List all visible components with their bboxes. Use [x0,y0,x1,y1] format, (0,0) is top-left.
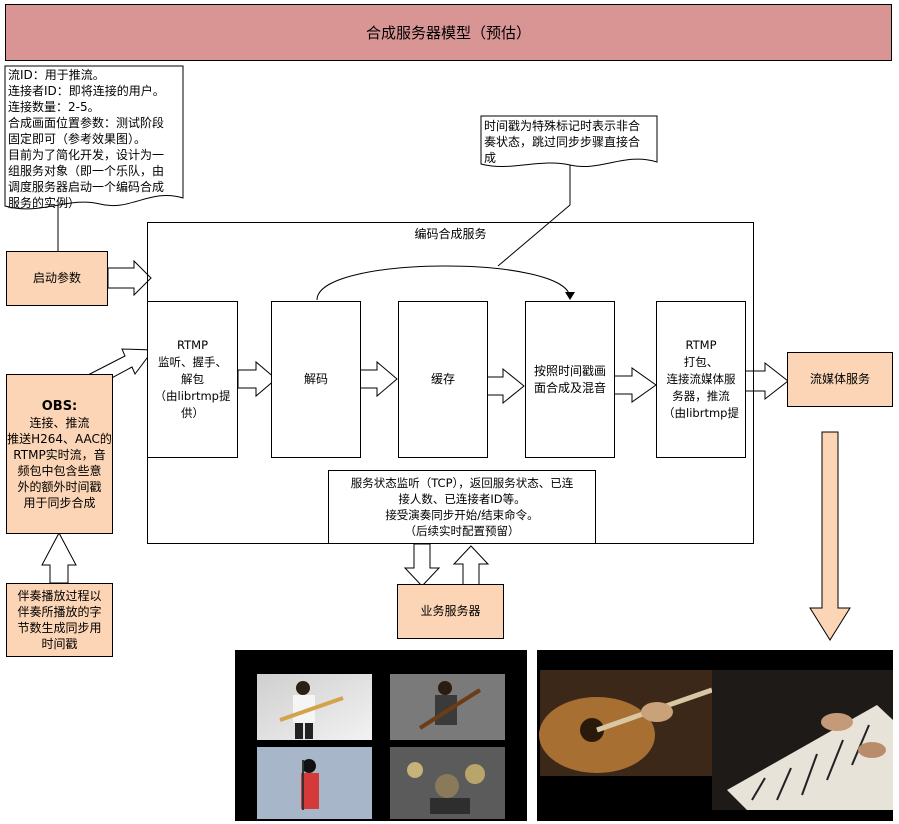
monitor-line: 服务状态监听（TCP），返回服务状态、已连 [350,476,574,490]
business-server-box: 业务服务器 [397,584,504,639]
arrow-biz-to-monitor [452,545,490,589]
note-line: 服务的实例） [8,196,81,210]
encode-service-label: 编码合成服务 [414,227,487,241]
note-line: 调度服务器启动一个编码合成 [8,180,165,194]
cache-label: 缓存 [430,372,455,386]
rtmp-push-box: RTMP 打包、 连接流媒体服 务器，推流 （由librtmp提 [656,301,746,458]
rtmp-push-line: RTMP [685,338,717,352]
start-params-label: 启动参数 [32,271,81,285]
accomp-line: 伴奏所播放的字 [17,605,102,619]
compose-line: 按照时间戳画 [533,363,606,378]
note-line: 时间戳为特殊标记时表示非合 [484,119,641,133]
rtmp-push-line: 务器，推流 [672,389,730,403]
rtmp-push-line: （由librtmp提 [663,406,739,420]
rtmp-listen-line: （由librtmp提 [154,389,231,403]
rtmp-push-line: 打包、 [683,355,719,369]
arrow-listen-to-decode [237,360,277,398]
obs-line: RTMP实时流，音 [13,448,106,462]
obs-line: 连接、推流 [29,416,90,430]
start-params-box: 启动参数 [6,251,108,306]
note-line: 连接数量：2-5。 [8,100,100,114]
obs-box: OBS: 连接、推流 推送H264、AAC的 RTMP实时流，音 频包中包含些意… [6,374,113,534]
params-note: 流ID：用于推流。 连接者ID：即将连接的用户。 连接数量：2-5。 合成画面位… [8,67,184,211]
monitor-box: 服务状态监听（TCP），返回服务状态、已连 接人数、已连接者ID等。 接受演奏同… [328,470,596,544]
decode-label: 解码 [303,372,328,386]
accomp-line: 伴奏播放过程以 [17,589,102,603]
note-line: 成 [484,151,497,165]
monitor-line: （后续实时配置预留） [404,524,520,538]
rtmp-listen-box: RTMP 监听、握手、 解包 （由librtmp提 供） [147,301,238,458]
accomp-line: 时间戳 [41,637,78,651]
business-server-label: 业务服务器 [420,604,481,618]
obs-line: 外的额外时间戳 [17,480,102,494]
arrow-cache-to-compose [484,367,525,405]
arrow-push-to-stream [744,361,789,401]
note-line: 奏状态，跳过同步步骤直接合 [484,135,641,149]
note-line: 固定即可（参考效果图）。 [8,132,147,146]
params-note-shape [4,65,184,210]
arrow-monitor-to-biz [403,543,441,587]
rtmp-listen-line: 监听、握手、 [158,355,227,369]
accomp-line: 节数生成同步用 [17,621,102,635]
obs-title: OBS: [41,399,78,414]
compose-line: 面合成及混音 [533,380,606,395]
note-line: 目前为了简化开发，设计为一 [8,148,165,162]
stream-service-box: 流媒体服务 [787,352,893,407]
note-line: 流ID：用于推流。 [8,68,105,82]
accompaniment-box: 伴奏播放过程以 伴奏所播放的字 节数生成同步用 时间戳 [6,583,113,657]
arrow-decode-to-cache [358,360,398,398]
guitar-piano-illustration [539,670,893,810]
rtmp-listen-line: 解包 [181,372,204,386]
arrow-stream-output [809,431,851,641]
rtmp-listen-line: 供） [181,406,204,420]
decode-box: 解码 [271,301,361,458]
diagram-title: 合成服务器模型（预估） [5,4,892,61]
obs-line: 频包中包含些意 [17,464,102,478]
band-composite-image [235,650,527,821]
timestamp-note: 时间戳为特殊标记时表示非合 奏状态，跳过同步步骤直接合 成 [484,118,656,166]
skip-sync-arrowhead [565,292,575,300]
note-line: 连接者ID：即将连接的用户。 [8,84,165,98]
rtmp-listen-line: RTMP [176,338,209,352]
arrow-accomp-to-obs [41,531,77,584]
note-line: 合成画面位置参数：测试阶段 [8,116,165,130]
rtmp-push-line: 连接流媒体服 [666,372,736,386]
stream-service-label: 流媒体服务 [809,372,870,386]
monitor-line: 接受演奏同步开始/结束命令。 [385,508,539,522]
guitar-piano-image [537,650,893,821]
monitor-line: 接人数、已连接者ID等。 [398,492,526,506]
band-grid-illustration [257,674,505,819]
obs-line: 用于同步合成 [23,496,96,510]
arrow-compose-to-push [611,367,657,403]
obs-line: 推送H264、AAC的 [7,432,112,446]
note-line: 组服务对象（即一个乐队，由 [8,164,165,178]
skip-sync-curve [316,265,571,301]
timestamp-note-shape [480,115,658,168]
cache-box: 缓存 [398,301,488,458]
arrow-start-to-service [107,259,152,297]
compose-box: 按照时间戳画 面合成及混音 [525,301,615,458]
